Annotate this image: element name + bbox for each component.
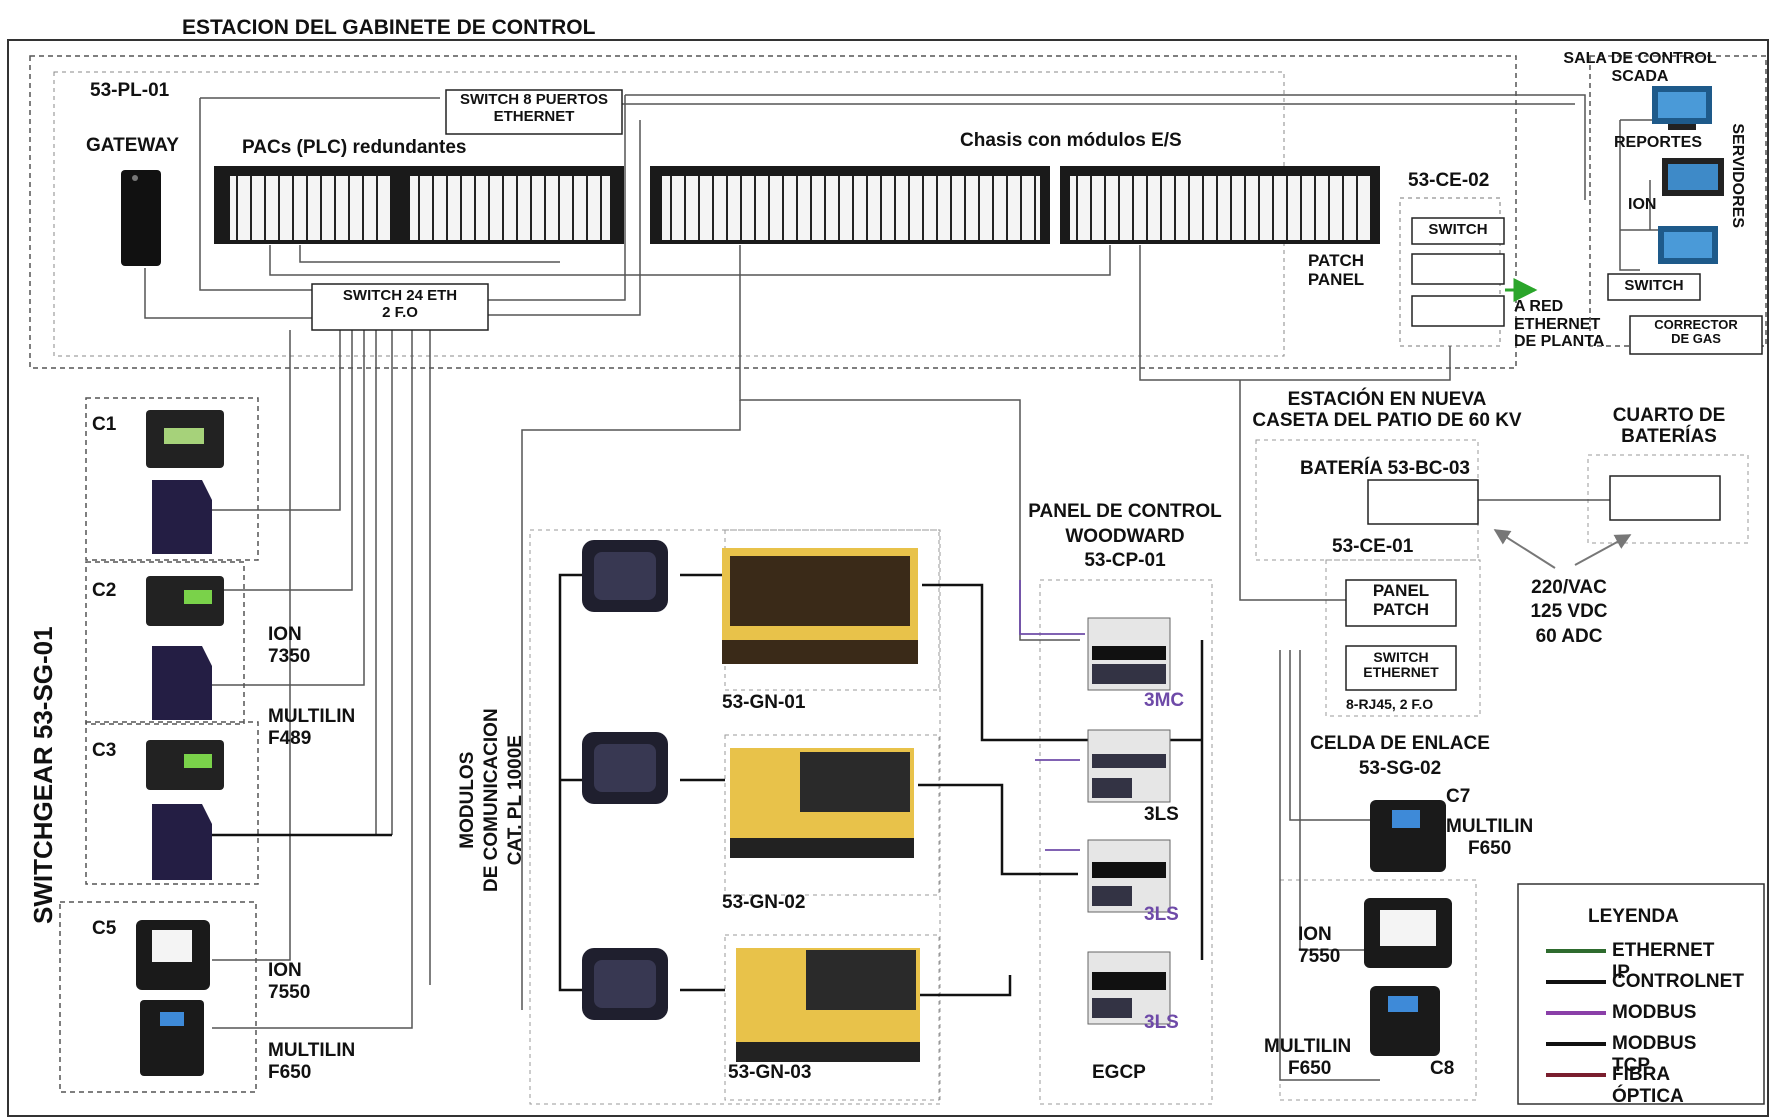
rj45-label: 8-RJ45, 2 F.O — [1346, 696, 1433, 712]
pl01-label: 53-PL-01 — [90, 80, 169, 102]
legend-line — [1546, 1073, 1606, 1077]
chassis-label: Chasis con módulos E/S — [960, 130, 1182, 152]
legend-line — [1546, 1011, 1606, 1015]
egcp-label: EGCP — [1092, 1062, 1146, 1084]
gateway-device — [121, 170, 161, 266]
servidores-label: SERVIDORES — [1728, 123, 1746, 228]
generator-1 — [722, 548, 918, 664]
unit-3ls-1: 3LS — [1144, 804, 1179, 826]
ce02-switch-label: SWITCH — [1412, 222, 1504, 239]
legend-line — [1546, 980, 1606, 984]
scada-computers — [1652, 86, 1724, 264]
unit-3ls-2: 3LS — [1144, 904, 1179, 926]
unit-3mc: 3MC — [1144, 690, 1184, 712]
c8-label: C8 — [1430, 1058, 1454, 1080]
legend-label: MODBUS — [1612, 1002, 1696, 1024]
unit-3ls-3: 3LS — [1144, 1012, 1179, 1034]
c1-label: C1 — [92, 414, 116, 436]
cuarto-box — [1610, 476, 1720, 520]
ce01-label: 53-CE-01 — [1332, 536, 1413, 558]
plc-rack-1 — [214, 166, 624, 244]
legend-line — [1546, 949, 1606, 953]
bateria-box — [1368, 480, 1478, 524]
c3-label: C3 — [92, 740, 116, 762]
pacs-label: PACs (PLC) redundantes — [242, 137, 467, 159]
generator-3 — [736, 948, 920, 1062]
reportes-label: REPORTES — [1614, 134, 1702, 152]
chassis-rack-2 — [1060, 166, 1380, 244]
gateway-label: GATEWAY — [86, 135, 179, 157]
patio-devices — [1364, 800, 1452, 1056]
legend-label: CONTROLNET — [1612, 971, 1744, 993]
c5-label: C5 — [92, 918, 116, 940]
scada-switch-label: SWITCH — [1608, 278, 1700, 295]
bateria-label: BATERÍA 53-BC-03 — [1300, 458, 1470, 480]
c2-label: C2 — [92, 580, 116, 602]
legend-title: LEYENDA — [1588, 906, 1679, 928]
chassis-rack-1 — [650, 166, 1050, 244]
c7-label: C7 — [1446, 786, 1470, 808]
scada-ion-label: ION — [1628, 196, 1656, 214]
generator-2 — [730, 748, 914, 858]
gen2-label: 53-GN-02 — [722, 892, 805, 914]
legend-label: FIBRA ÓPTICA — [1612, 1064, 1684, 1108]
legend-line — [1546, 1042, 1606, 1046]
switchgear-devices — [136, 410, 224, 1076]
page-title: ESTACION DEL GABINETE DE CONTROL — [182, 16, 595, 40]
gen1-label: 53-GN-01 — [722, 692, 805, 714]
switchgear-title: SWITCHGEAR 53-SG-01 — [28, 626, 59, 924]
gen3-label: 53-GN-03 — [728, 1062, 811, 1084]
ce02-label: 53-CE-02 — [1408, 170, 1489, 192]
